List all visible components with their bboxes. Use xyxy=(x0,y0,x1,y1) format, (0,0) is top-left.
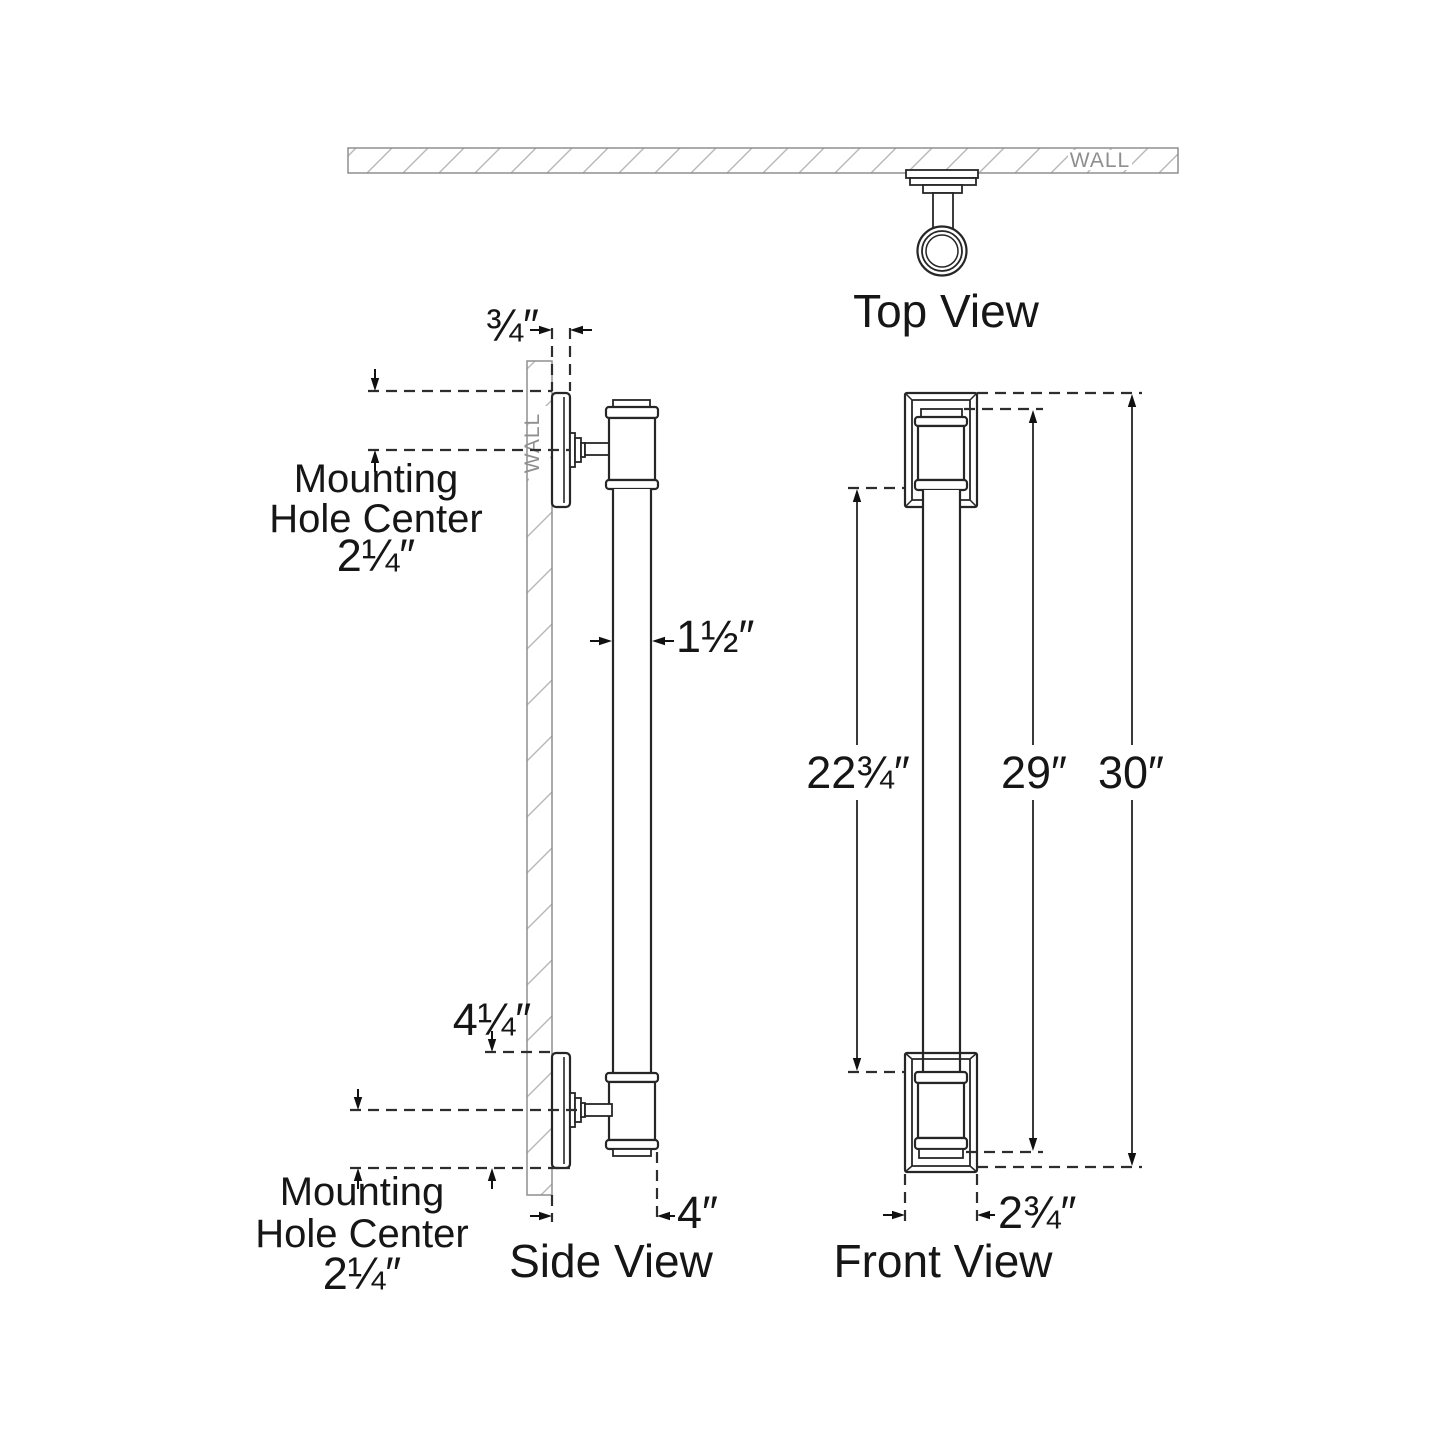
top-wall-label: WALL xyxy=(1070,149,1130,172)
dim-projection: 4″ xyxy=(530,1152,718,1238)
dim-bar-diameter-text: 1½″ xyxy=(676,611,755,662)
dim-mounting-top: Mounting Hole Center 2¼″ xyxy=(269,369,570,581)
dim-bar-diameter: 1½″ xyxy=(590,611,755,662)
side-escutcheon-top xyxy=(550,391,613,509)
side-stem-bottom xyxy=(584,1103,613,1117)
dim-mounting-bottom: Mounting Hole Center 2¼″ xyxy=(255,1089,585,1299)
side-wall-label-backing xyxy=(529,406,550,480)
side-view-title: Side View xyxy=(509,1235,714,1287)
dim-plate-thickness: ¾″ xyxy=(486,300,592,391)
side-wall-section xyxy=(526,360,553,1196)
dim-plate-thickness-text: ¾″ xyxy=(486,300,540,351)
top-view-fixture xyxy=(905,169,979,277)
front-view: 22¾″ 29″ 30″ xyxy=(806,391,1164,1287)
dim-mounting-length-text: 29″ xyxy=(1001,747,1067,798)
dim-exposed-length: 22¾″ xyxy=(806,486,910,1074)
dim-mounting-length: 29″ xyxy=(964,407,1067,1154)
dim-backplate-width: 2¾″ xyxy=(883,1174,1077,1238)
dim-exposed-length-text: 22¾″ xyxy=(806,747,910,798)
top-wall-section xyxy=(347,147,1179,174)
mounting-top-line1: Mounting xyxy=(294,457,459,501)
front-escutcheon-bottom xyxy=(903,1051,979,1174)
side-escutcheon-bottom xyxy=(550,1051,613,1170)
mounting-top-value: 2¼″ xyxy=(337,530,416,581)
mounting-top-line2: Hole Center xyxy=(269,497,482,541)
side-bar xyxy=(604,399,660,1157)
dim-backplate-height-text: 4¼″ xyxy=(453,994,532,1045)
side-wall-label: WALL xyxy=(521,413,544,473)
dim-overall-length-text: 30″ xyxy=(1098,747,1164,798)
top-view-stem xyxy=(932,192,954,230)
top-view: WALL Top View xyxy=(347,147,1179,337)
top-view-title: Top View xyxy=(853,285,1040,337)
side-view: WALL xyxy=(255,300,754,1299)
mounting-bottom-line1: Mounting xyxy=(280,1170,445,1214)
dim-backplate-height: 4¼″ xyxy=(453,994,552,1189)
dim-projection-text: 4″ xyxy=(677,1187,718,1238)
top-wall-label-backing xyxy=(1068,150,1132,170)
front-bar xyxy=(913,408,969,1159)
front-view-title: Front View xyxy=(833,1235,1053,1287)
dim-backplate-width-text: 2¾″ xyxy=(998,1187,1077,1238)
dim-overall-length: 30″ xyxy=(977,391,1164,1169)
mounting-bottom-value: 2¼″ xyxy=(323,1248,402,1299)
mounting-bottom-line2: Hole Center xyxy=(255,1212,468,1256)
top-view-ring-inner xyxy=(925,234,959,268)
